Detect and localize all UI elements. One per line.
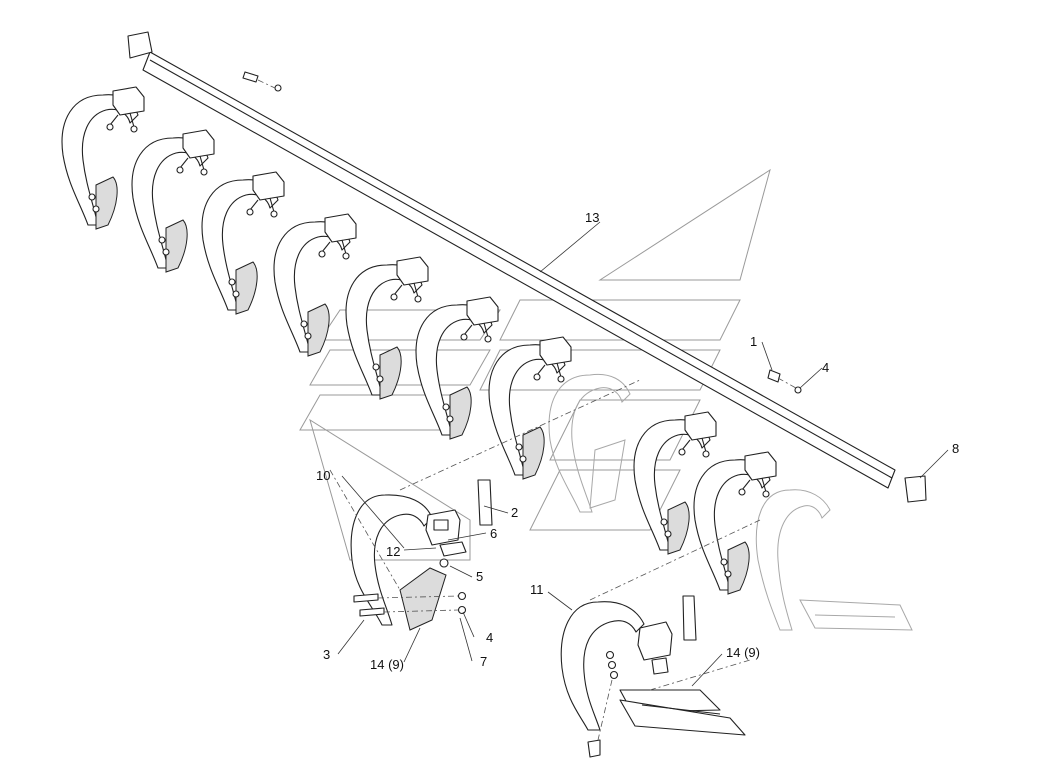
callout-3: 3 [323, 647, 330, 662]
callout-5: 5 [476, 569, 483, 584]
callout-4-bottom: 4 [486, 630, 493, 645]
tube-bolt-top [242, 71, 282, 92]
callout-4-top: 4 [822, 360, 829, 375]
ghost-shank-right [755, 489, 913, 631]
callout-14-left: 14 (9) [370, 657, 404, 672]
exploded-shank-assembly-right [560, 595, 751, 758]
callout-7: 7 [480, 654, 487, 669]
tube-bolt-right [767, 369, 802, 394]
assembly-guide-lines [329, 379, 761, 601]
callout-12: 12 [386, 544, 400, 559]
leader-lines [337, 221, 949, 687]
ghost-shank-middle [548, 373, 631, 513]
exploded-shank-assembly-left [350, 479, 493, 631]
callout-8: 8 [952, 441, 959, 456]
callout-14-right: 14 (9) [726, 645, 760, 660]
callout-2: 2 [511, 505, 518, 520]
callout-6: 6 [490, 526, 497, 541]
callout-1: 1 [750, 334, 757, 349]
toolbar-tube [127, 31, 927, 503]
callout-10: 10 [316, 468, 330, 483]
callout-labels: 13 1 4 8 10 2 6 12 5 11 3 4 14 (9) 14 (9… [316, 210, 959, 672]
callout-13: 13 [585, 210, 599, 225]
callout-11: 11 [530, 582, 544, 597]
